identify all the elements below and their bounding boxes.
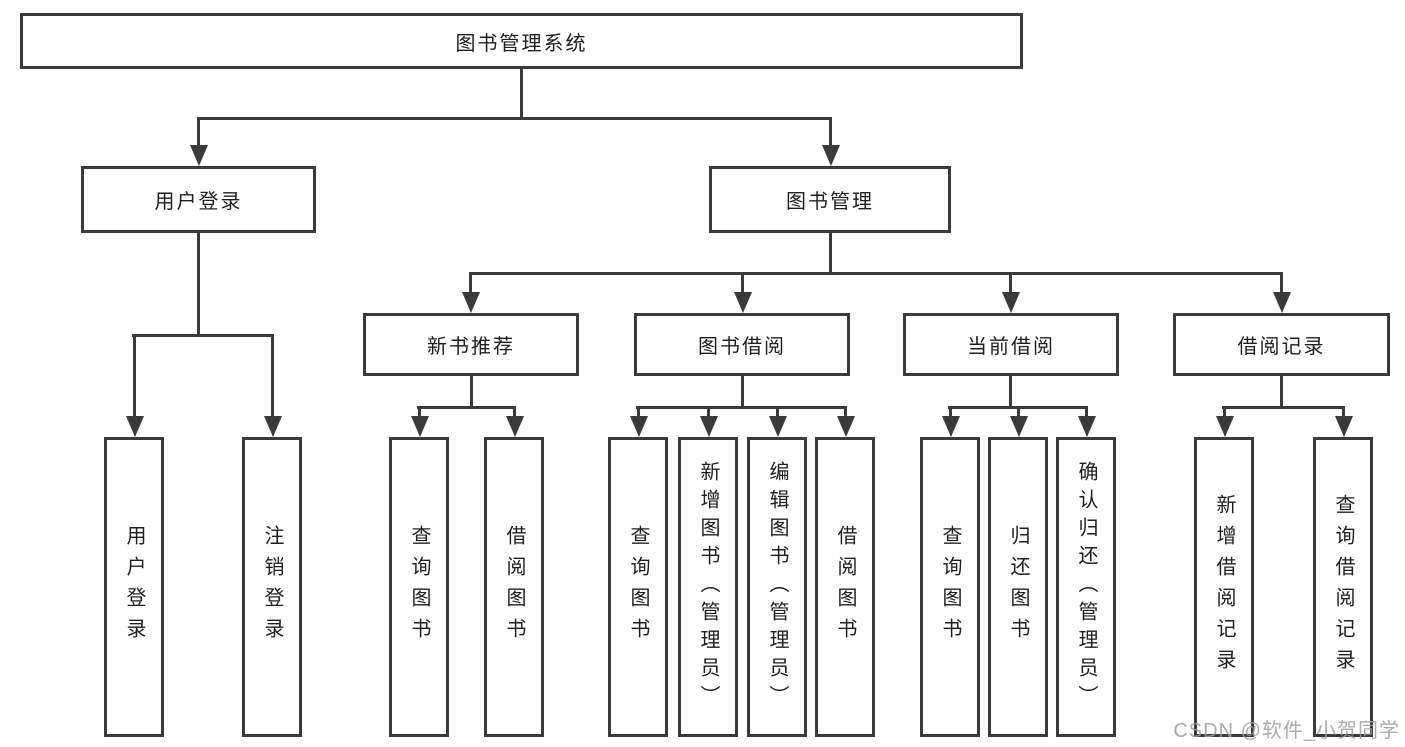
csdn-watermark: CSDN @软件_小贺同学 (1173, 720, 1400, 742)
leaf-label: 查询借阅记录 (1332, 494, 1354, 680)
leaf-bb-edit-books-admin: 编辑图书（管理员） (747, 437, 807, 737)
leaf-user-login: 用户登录 (104, 437, 164, 737)
leaf-cb-query-books: 查询图书 (920, 437, 980, 737)
connector-arrow-down (776, 406, 779, 416)
connector-user-login-bar (132, 334, 274, 337)
connector-arrow-down (1223, 406, 1226, 416)
connector-user-login-stem (197, 233, 200, 334)
leaf-nb-query-books: 查询图书 (389, 437, 449, 737)
leaf-label: 查询图书 (408, 525, 430, 649)
connector-arrow-down (1009, 272, 1012, 292)
node-library-management-system: 图书管理系统 (20, 13, 1023, 69)
connector-arrow-down (829, 117, 832, 145)
connector-root-bar (197, 117, 832, 120)
node-user-login: 用户登录 (81, 166, 316, 233)
connector-book-mgmt-stem (829, 233, 832, 272)
connector-new-book-bar (417, 406, 516, 409)
leaf-bb-add-books-admin: 新增图书（管理员） (678, 437, 738, 737)
connector-arrow-down (1342, 406, 1345, 416)
connector-arrow-down (133, 334, 136, 416)
connector-root-stem (520, 69, 523, 117)
leaf-logout: 注销登录 (242, 437, 302, 737)
connector-arrow-down (1085, 406, 1088, 416)
node-borrowing-records: 借阅记录 (1173, 313, 1390, 376)
connector-arrow-down (707, 406, 710, 416)
node-label: 新书推荐 (427, 336, 515, 358)
node-label: 借阅记录 (1237, 336, 1326, 358)
leaf-label: 确认归还（管理员） (1075, 461, 1097, 713)
connector-arrow-down (637, 406, 640, 416)
leaf-label: 注销登录 (261, 525, 283, 649)
node-label: 用户登录 (154, 191, 243, 213)
connector-arrow-down (741, 272, 744, 292)
connector-arrow-down (418, 406, 421, 416)
leaf-cb-confirm-return-admin: 确认归还（管理员） (1056, 437, 1116, 737)
node-label: 图书借阅 (698, 336, 786, 358)
leaf-label: 新增借阅记录 (1213, 494, 1235, 680)
connector-arrow-down (844, 406, 847, 416)
connector-arrow-down (197, 117, 200, 145)
leaf-label: 借阅图书 (503, 525, 525, 649)
leaf-label: 查询图书 (939, 525, 961, 649)
node-label: 图书管理系统 (455, 32, 588, 55)
connector-arrow-down (513, 406, 516, 416)
node-book-borrowing: 图书借阅 (634, 313, 850, 376)
leaf-label: 编辑图书（管理员） (766, 461, 788, 713)
leaf-label: 归还图书 (1007, 525, 1029, 649)
node-current-borrowing: 当前借阅 (903, 313, 1119, 376)
connector-new-book-stem (470, 376, 473, 406)
node-new-book-recommendation: 新书推荐 (363, 313, 579, 376)
connector-book-borrow-bar (636, 406, 847, 409)
connector-arrow-down (1280, 272, 1283, 292)
leaf-bb-borrow-books: 借阅图书 (815, 437, 875, 737)
connector-arrow-down (1017, 406, 1020, 416)
connector-book-borrow-stem (741, 376, 744, 406)
leaf-bb-query-books: 查询图书 (608, 437, 668, 737)
leaf-label: 新增图书（管理员） (697, 461, 719, 713)
node-label: 图书管理 (786, 191, 874, 213)
connector-borrow-records-bar (1222, 406, 1345, 409)
leaf-cb-return-books: 归还图书 (988, 437, 1048, 737)
connector-arrow-down (271, 334, 274, 416)
leaf-br-add-borrow-record: 新增借阅记录 (1194, 437, 1254, 737)
connector-arrow-down (469, 272, 472, 292)
node-book-management: 图书管理 (709, 166, 951, 233)
leaf-nb-borrow-books: 借阅图书 (484, 437, 544, 737)
connector-borrow-records-stem (1280, 376, 1283, 406)
leaf-label: 借阅图书 (834, 525, 856, 649)
connector-book-mgmt-bar (470, 272, 1283, 275)
leaf-label: 查询图书 (627, 525, 649, 649)
node-label: 当前借阅 (967, 336, 1055, 358)
leaf-br-query-borrow-record: 查询借阅记录 (1313, 437, 1373, 737)
leaf-label: 用户登录 (123, 525, 145, 649)
connector-arrow-down (949, 406, 952, 416)
connector-current-borrow-stem (1009, 376, 1012, 406)
